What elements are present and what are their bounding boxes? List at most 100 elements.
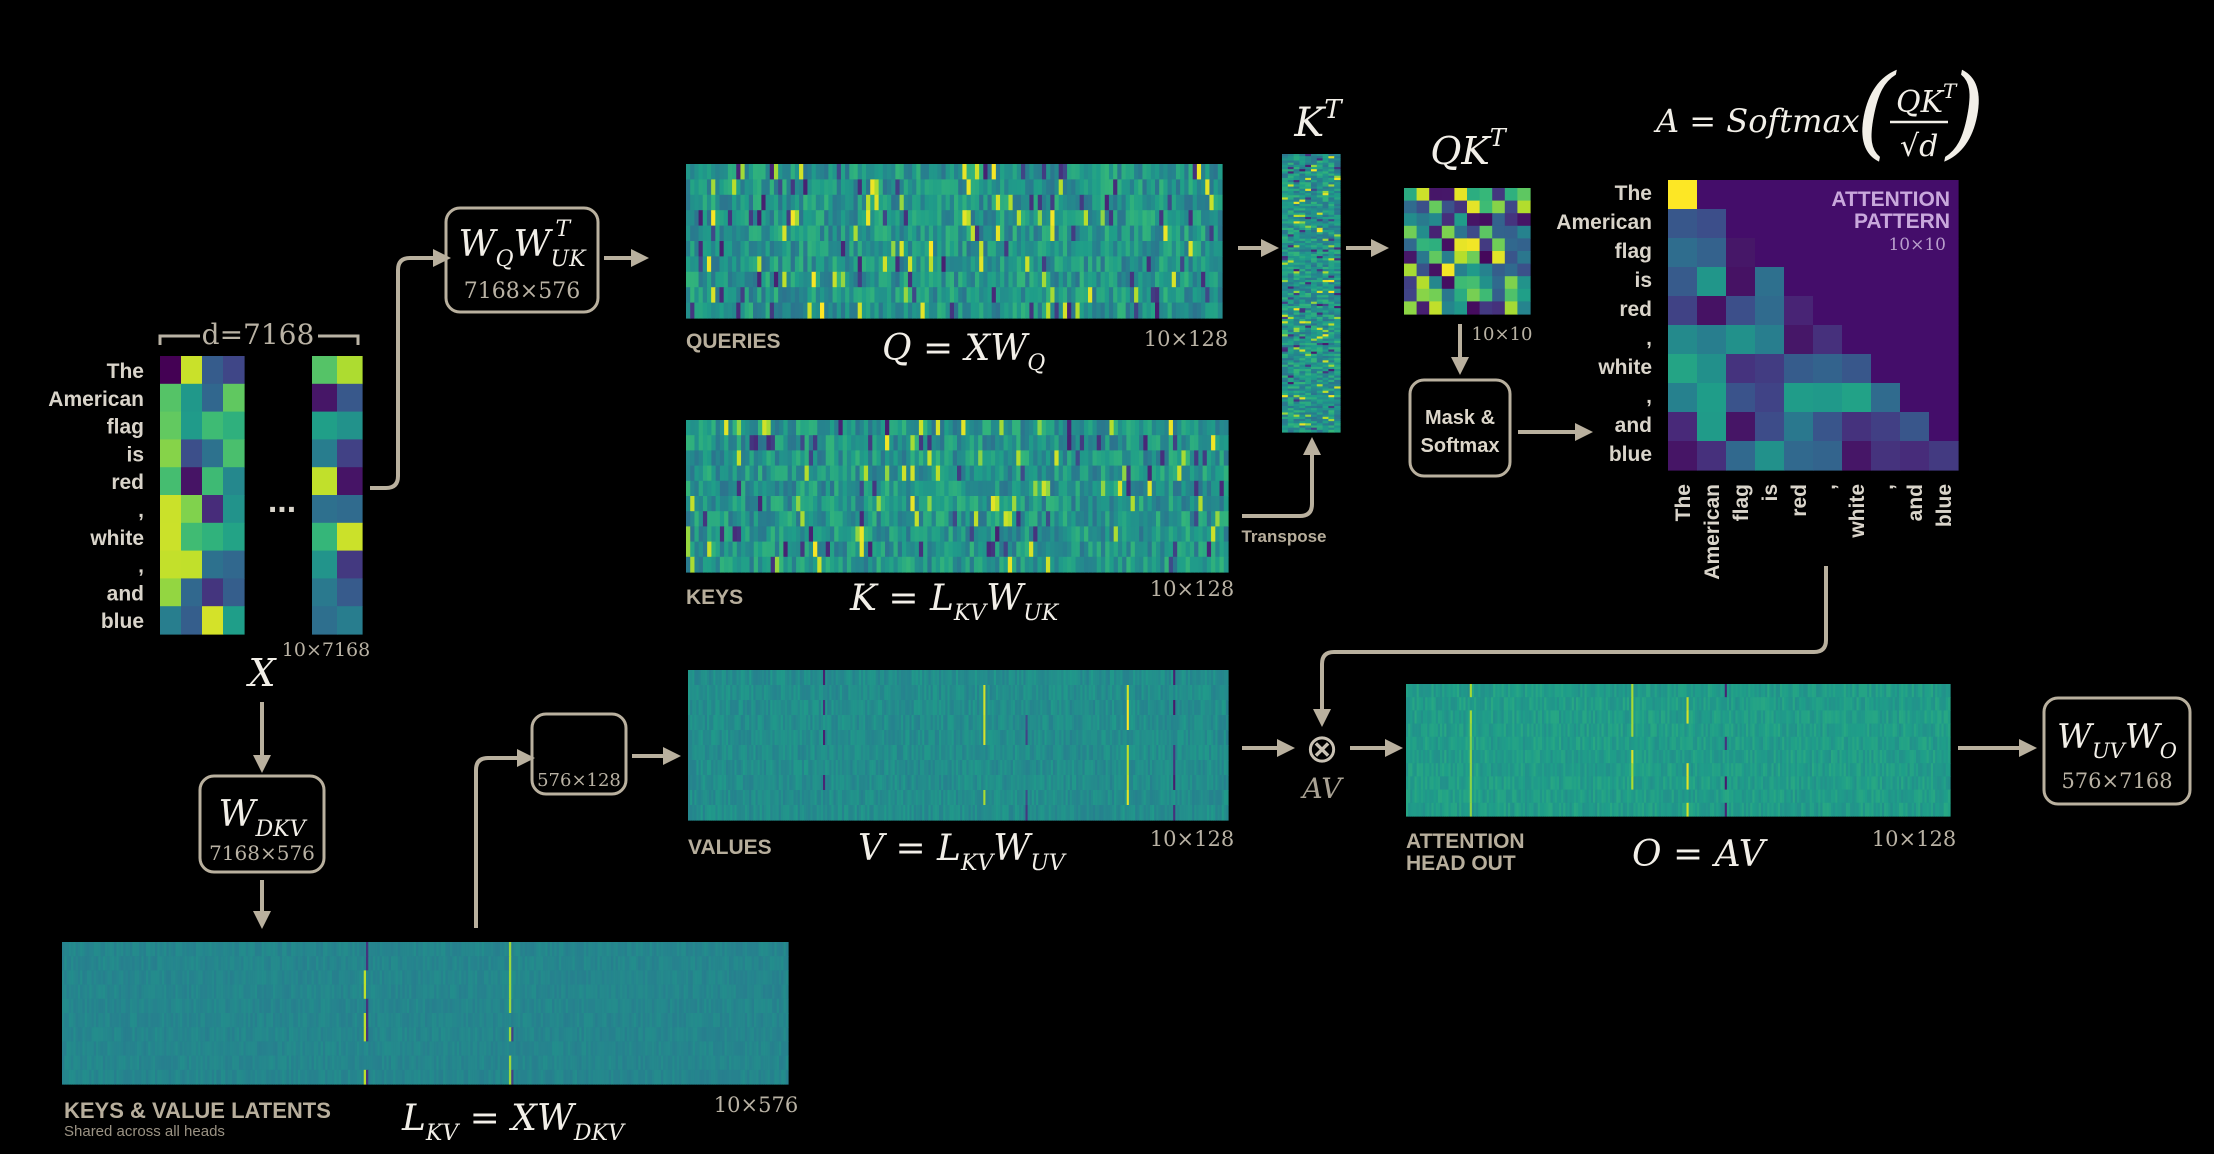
qkt-cell — [1441, 276, 1455, 290]
query-cell — [1213, 179, 1219, 196]
query-cell — [928, 302, 934, 319]
query-cell — [740, 287, 746, 304]
query-cell — [1134, 302, 1139, 319]
kt-cell — [1334, 303, 1341, 307]
key-cell — [1202, 526, 1208, 543]
kt-cell — [1287, 401, 1295, 405]
latent-cell — [415, 956, 419, 971]
key-cell — [880, 526, 886, 543]
kt-cell — [1334, 275, 1341, 279]
query-cell — [1083, 210, 1089, 227]
kt-cell — [1311, 340, 1318, 344]
key-cell — [1117, 496, 1123, 512]
kt-cell — [1311, 303, 1318, 307]
key-cell — [876, 526, 882, 543]
kt-cell — [1322, 342, 1329, 346]
input-cell — [312, 578, 338, 607]
latent-cell — [502, 942, 506, 957]
key-cell — [1126, 541, 1132, 558]
kt-cell — [1316, 392, 1324, 396]
query-cell — [832, 287, 838, 304]
key-cell — [1206, 480, 1212, 497]
kt-cell — [1316, 397, 1324, 401]
key-cell — [702, 480, 708, 497]
kt-cell — [1311, 236, 1318, 240]
mask-box-line2: Softmax — [1421, 435, 1500, 457]
query-cell — [1071, 194, 1077, 211]
latent-cell — [227, 970, 231, 986]
query-cell — [861, 241, 867, 257]
query-cell — [799, 179, 804, 196]
kt-cell — [1316, 395, 1324, 398]
attention-cell — [1784, 238, 1814, 268]
latent-cell — [254, 970, 258, 986]
query-cell — [1029, 210, 1035, 227]
query-cell — [836, 256, 842, 273]
query-cell — [1062, 271, 1068, 288]
latent-cell — [202, 942, 206, 957]
query-cell — [979, 179, 984, 196]
latent-cell — [524, 942, 528, 957]
kt-cell — [1282, 286, 1289, 290]
attention-cell — [1697, 180, 1727, 210]
query-cell — [732, 256, 737, 273]
kt-cell — [1311, 299, 1318, 303]
key-cell — [834, 526, 840, 543]
query-cell — [836, 210, 842, 227]
key-cell — [1134, 556, 1140, 573]
key-cell — [846, 435, 852, 451]
query-cell — [1075, 287, 1081, 304]
input-cell — [202, 467, 224, 496]
attention-cell — [1697, 441, 1727, 471]
query-cell — [1167, 287, 1173, 304]
key-cell — [1028, 420, 1034, 436]
key-cell — [829, 465, 835, 482]
kt-cell — [1322, 399, 1329, 403]
latent-cell — [547, 956, 551, 971]
key-cell — [952, 526, 958, 543]
query-cell — [815, 164, 821, 180]
query-cell — [1117, 287, 1123, 304]
kt-cell — [1282, 360, 1289, 364]
latent-cell — [136, 956, 140, 971]
qkt-cell — [1404, 276, 1418, 290]
kt-cell — [1282, 188, 1289, 192]
query-cell — [907, 194, 913, 211]
qkt-cell — [1492, 301, 1506, 315]
latent-cell — [350, 956, 353, 971]
query-cell — [782, 164, 788, 180]
key-cell — [796, 420, 801, 436]
kt-cell — [1305, 405, 1312, 409]
kt-cell — [1287, 154, 1295, 157]
query-cell — [711, 194, 716, 211]
query-cell — [1184, 256, 1190, 273]
key-cell — [1084, 541, 1089, 558]
attention-cell — [1697, 354, 1727, 384]
query-cell — [820, 287, 825, 304]
latent-cell — [356, 942, 360, 957]
qkt-cell — [1492, 200, 1506, 214]
latent-cell — [459, 956, 462, 971]
kt-cell — [1322, 277, 1329, 281]
query-cell — [1180, 179, 1185, 196]
latent-cell — [71, 942, 74, 957]
key-cell — [745, 450, 751, 467]
query-cell — [1196, 271, 1202, 288]
wq-box-formula: WQWUKT — [458, 217, 587, 272]
key-cell — [821, 541, 827, 558]
query-cell — [820, 302, 825, 319]
key-cell — [817, 450, 823, 467]
input-cell — [223, 439, 245, 468]
kt-cell — [1282, 169, 1289, 172]
query-cell — [1213, 256, 1219, 273]
key-cell — [889, 465, 895, 482]
query-cell — [719, 271, 725, 288]
kt-cell — [1334, 216, 1341, 220]
latent-cell — [347, 942, 351, 957]
kt-cell — [1287, 206, 1295, 209]
kt-cell — [1305, 160, 1312, 164]
query-cell — [933, 225, 938, 242]
qkt-cell — [1517, 200, 1531, 214]
latent-cell — [674, 942, 678, 957]
key-cell — [762, 541, 768, 558]
